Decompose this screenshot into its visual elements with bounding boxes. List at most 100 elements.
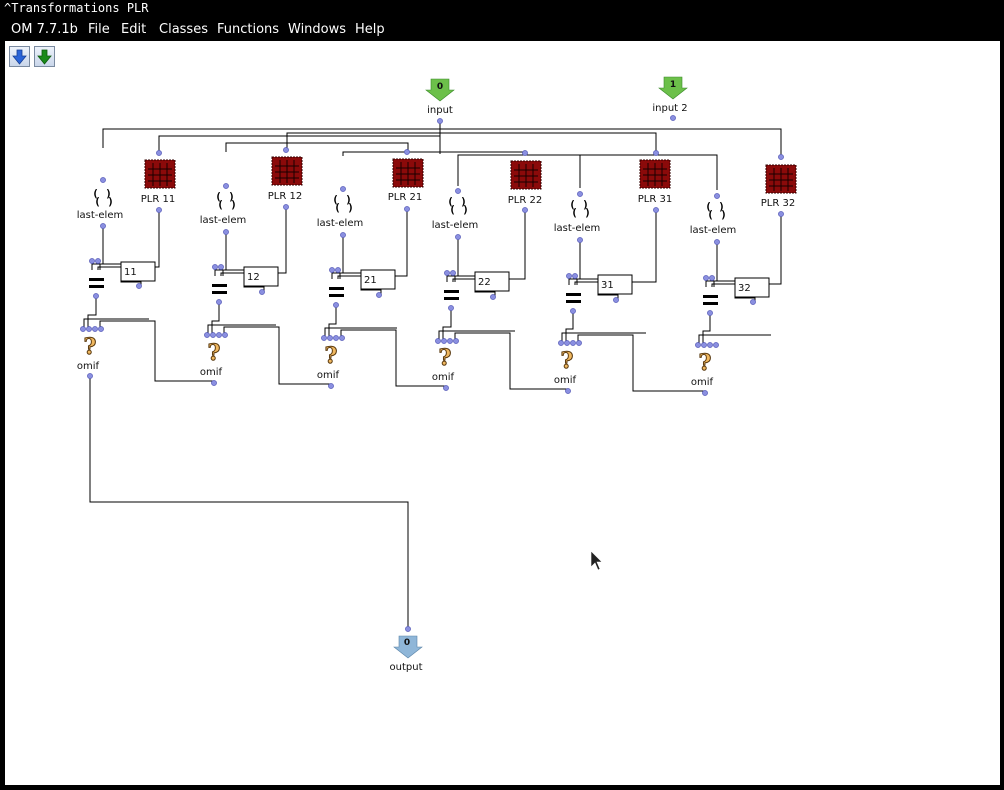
connection-port[interactable] [444,270,450,276]
connection-port[interactable] [490,294,496,300]
patch-editor-canvas[interactable]: 0 input 1 input 2 0 output ( ) ( ) last-… [5,71,1000,785]
connection-port[interactable] [613,297,619,303]
connection-port[interactable] [100,223,106,229]
connection-port[interactable] [340,232,346,238]
connection-port[interactable] [223,183,229,189]
connection-port[interactable] [695,342,701,348]
wire-omif-then[interactable] [698,334,771,345]
connection-port[interactable] [750,299,756,305]
wire-equal-to-omif[interactable] [211,302,220,335]
menu-om-version[interactable]: OM 7.7.1b [11,22,78,37]
connection-port[interactable] [98,326,104,332]
last-elem-box[interactable]: ( ) ( ) last-elem [317,193,363,229]
connection-port[interactable] [707,310,713,316]
connection-port[interactable] [100,177,106,183]
connection-port[interactable] [701,342,707,348]
connection-port[interactable] [566,273,572,279]
connection-port[interactable] [210,332,216,338]
menu-classes[interactable]: Classes [159,22,208,37]
connection-port[interactable] [80,326,86,332]
wire-last-elem-to-equal[interactable] [331,235,344,279]
connection-port[interactable] [283,204,289,210]
connection-port[interactable] [577,191,583,197]
connection-port[interactable] [455,188,461,194]
connection-port[interactable] [405,626,411,632]
equal-box[interactable] [566,293,581,303]
connection-port[interactable] [522,207,528,213]
last-elem-box[interactable]: ( ) ( ) last-elem [77,187,123,221]
connection-port[interactable] [136,283,142,289]
plr-box[interactable]: PLR 11 [141,159,176,205]
add-output-button[interactable] [34,46,55,67]
connection-port[interactable] [570,308,576,314]
connection-port[interactable] [87,373,93,379]
wire-equal-to-omif[interactable] [565,311,574,343]
connection-port[interactable] [156,150,162,156]
equal-box[interactable] [212,284,227,294]
wire-omif-else[interactable] [223,326,331,385]
connection-port[interactable] [448,305,454,311]
connection-port[interactable] [218,264,224,270]
connection-port[interactable] [404,206,410,212]
wire-input-bus-2[interactable] [286,132,657,153]
connection-port[interactable] [329,267,335,273]
connection-port[interactable] [340,186,346,192]
connection-port[interactable] [437,118,443,124]
equal-box[interactable] [89,278,104,288]
connection-port[interactable] [223,229,229,235]
wire-last-elem-to-equal[interactable] [705,242,718,287]
connection-port[interactable] [93,293,99,299]
connection-port[interactable] [703,275,709,281]
constant-box[interactable]: 12 [243,266,279,287]
wire-omif-else[interactable] [454,332,568,390]
wire-input-bus[interactable] [158,135,440,153]
menu-file[interactable]: File [88,22,110,37]
omif-box[interactable]: ? omif [554,348,577,387]
plr-box[interactable]: PLR 12 [268,156,303,202]
connection-port[interactable] [714,239,720,245]
connection-port[interactable] [376,292,382,298]
connection-port[interactable] [577,237,583,243]
plr-box[interactable]: PLR 21 [388,158,424,203]
connection-port[interactable] [259,289,265,295]
connection-port[interactable] [327,335,333,341]
connection-port[interactable] [570,340,576,346]
wire-equal-to-omif[interactable] [328,305,337,338]
connection-port[interactable] [558,340,564,346]
connection-port[interactable] [211,380,217,386]
omif-box[interactable]: ? omif [691,350,714,389]
constant-box[interactable]: 11 [120,261,156,282]
last-elem-box[interactable]: ( ) ( ) last-elem [200,190,246,226]
connection-port[interactable] [453,338,459,344]
connection-port[interactable] [333,302,339,308]
equal-box[interactable] [444,290,459,300]
output-box[interactable]: 0 output [390,635,423,673]
wire-input-bus-4[interactable] [225,142,409,152]
connection-port[interactable] [333,335,339,341]
equal-box[interactable] [329,287,344,297]
connection-port[interactable] [455,234,461,240]
last-elem-box[interactable]: ( ) ( ) last-elem [432,195,478,231]
wire-last-elem-to-equal[interactable] [214,232,227,276]
connection-port[interactable] [204,332,210,338]
connection-port[interactable] [565,388,571,394]
wire-last-elem-to-equal[interactable] [446,237,459,282]
wire-omif-else[interactable] [99,320,214,382]
wire-omif-else[interactable] [577,334,705,392]
connection-port[interactable] [702,390,708,396]
menu-windows[interactable]: Windows [288,22,347,37]
wire-plr-to-equal[interactable] [574,210,657,285]
connection-port[interactable] [216,299,222,305]
input-0-box[interactable]: 0 input [425,78,455,116]
last-elem-box[interactable]: ( ) ( ) last-elem [690,200,736,236]
wire-input-bus-3[interactable] [102,128,782,157]
connection-port[interactable] [89,258,95,264]
connection-port[interactable] [707,342,713,348]
connection-port[interactable] [713,342,719,348]
wire-equal-to-omif[interactable] [442,308,452,341]
connection-port[interactable] [653,150,659,156]
menu-functions[interactable]: Functions [217,22,280,37]
wire-to-output[interactable] [89,376,409,629]
omif-box[interactable]: ? omif [432,345,455,384]
connection-port[interactable] [450,270,456,276]
